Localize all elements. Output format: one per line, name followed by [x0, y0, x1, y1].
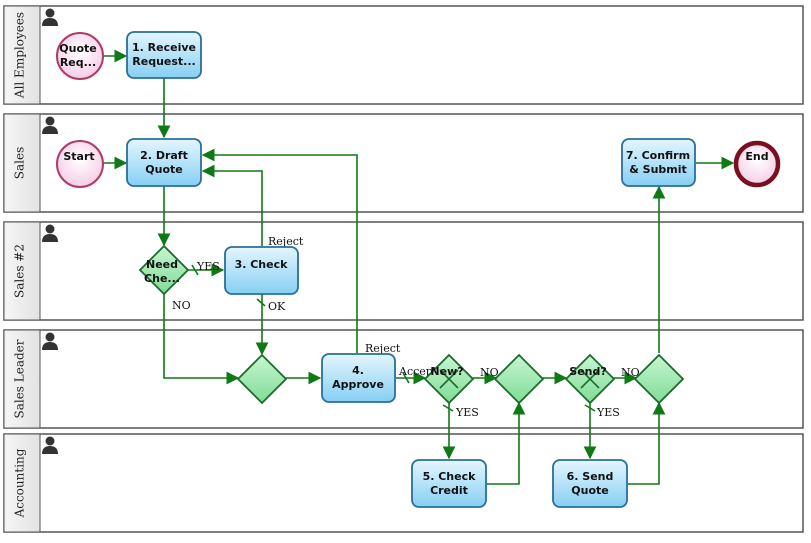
edge-label-ok: OK: [268, 300, 286, 313]
edge-approve-reject-to-draft[interactable]: [201, 148, 358, 353]
edge-label-yes: YES: [596, 406, 620, 419]
person-icon: [42, 8, 58, 26]
lane-title: Accounting: [13, 448, 27, 518]
task-label: 7. Confirm: [626, 149, 690, 162]
task-check[interactable]: 3. Check: [224, 246, 299, 295]
event-quote-request[interactable]: Quote Req...: [56, 32, 104, 80]
lane-all-employees: All Employees: [3, 5, 804, 105]
task-confirm-submit[interactable]: 7. Confirm & Submit: [621, 138, 696, 187]
gateway-label: Send?: [569, 365, 606, 378]
task-label: Credit: [430, 484, 468, 497]
edge-label-reject: Reject: [365, 342, 401, 355]
task-label: 1. Receive: [132, 41, 196, 54]
edge-needcheck-no-to-gateway[interactable]: [163, 294, 240, 385]
edge-label-no: NO: [172, 299, 191, 312]
task-receive-request[interactable]: 1. Receive Request...: [126, 31, 202, 79]
task-approve[interactable]: 4. Approve: [321, 353, 396, 403]
task-label: 5. Check: [423, 470, 477, 483]
person-icon: [42, 116, 58, 134]
lane-sales-2: Sales #2: [3, 221, 804, 321]
edge-label-no: NO: [621, 366, 640, 379]
gateway-send[interactable]: Send?: [564, 353, 616, 405]
edge-sendquote-to-merge2[interactable]: [628, 401, 666, 485]
event-end[interactable]: End: [733, 140, 781, 188]
gateway-merge-check[interactable]: [236, 353, 288, 405]
task-label: 2. Draft: [140, 149, 188, 162]
edge-label-no: NO: [480, 366, 499, 379]
lane-title: Sales #2: [13, 244, 27, 298]
lane-accounting: Accounting: [3, 433, 804, 533]
edge-label-reject: Reject: [268, 235, 304, 248]
lane-title: Sales: [13, 147, 27, 179]
edge-check-reject-to-draft[interactable]: [201, 164, 263, 246]
gateway-merge-send[interactable]: [633, 353, 685, 405]
edges: [104, 49, 735, 485]
condition-markers: [191, 264, 596, 412]
task-label: 6. Send: [567, 470, 614, 483]
event-label: Start: [63, 150, 94, 163]
person-icon: [42, 332, 58, 350]
task-label: Quote: [145, 163, 182, 176]
task-label: Quote: [571, 484, 608, 497]
event-label: Quote: [59, 42, 96, 55]
task-label: Approve: [332, 378, 384, 391]
task-draft-quote[interactable]: 2. Draft Quote: [126, 138, 202, 187]
gateway-label: Che...: [144, 272, 180, 285]
task-label: 3. Check: [235, 258, 289, 271]
task-label: 4.: [352, 364, 364, 377]
task-send-quote[interactable]: 6. Send Quote: [552, 459, 628, 508]
task-label: Request...: [132, 55, 195, 68]
task-check-credit[interactable]: 5. Check Credit: [411, 459, 487, 508]
lane-title: Sales Leader: [13, 339, 27, 418]
task-label: & Submit: [629, 163, 687, 176]
edge-label-accept: Accept: [398, 365, 438, 378]
event-start[interactable]: Start: [56, 140, 104, 188]
edge-label-yes: YES: [196, 260, 220, 273]
gateway-need-check[interactable]: Need Che...: [138, 244, 190, 296]
event-label: End: [745, 150, 768, 163]
edge-credit-to-merge[interactable]: [487, 401, 526, 485]
person-icon: [42, 436, 58, 454]
edge-label-yes: YES: [455, 406, 479, 419]
lane-title: All Employees: [13, 12, 27, 99]
gateway-new[interactable]: New?: [423, 353, 475, 405]
gateway-label: Need: [146, 258, 178, 271]
gateway-label: New?: [430, 365, 463, 378]
event-label: Req...: [60, 56, 96, 69]
person-icon: [42, 224, 58, 242]
gateway-merge-credit[interactable]: [493, 353, 545, 405]
